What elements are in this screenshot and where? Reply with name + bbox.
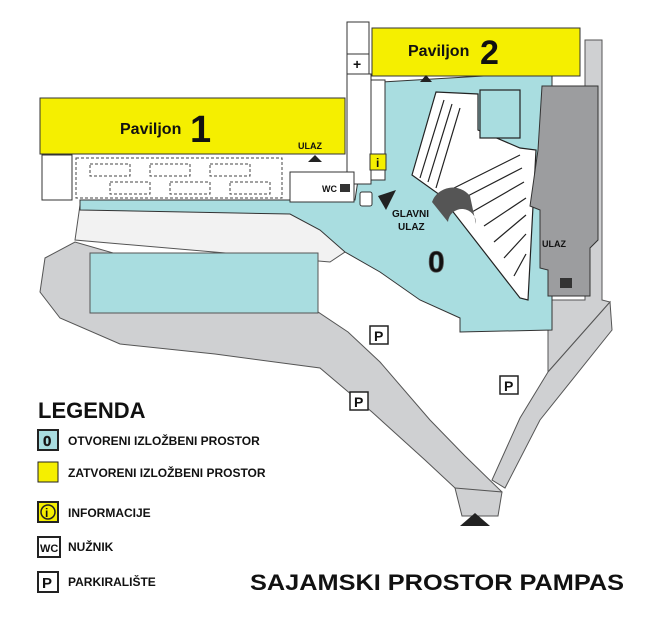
- phone-icon: [359, 191, 373, 207]
- arena: [432, 187, 477, 224]
- legend-item-wc: WC NUŽNIK: [37, 536, 114, 558]
- parking-map-2[interactable]: P: [349, 391, 369, 411]
- pavilion-2[interactable]: [371, 27, 581, 77]
- stall-row: [75, 157, 283, 199]
- first-aid-plus: +: [353, 56, 361, 72]
- main-entrance-label-line2: ULAZ: [398, 222, 425, 233]
- bottom-road: [454, 487, 503, 517]
- legend-item-parking: P PARKIRALIŠTE: [37, 571, 156, 593]
- legend: LEGENDA 0 OTVORENI IZLOŽBENI PROSTOR ZAT…: [37, 398, 266, 593]
- pavilion-2-name: Paviljon: [408, 43, 469, 60]
- dashed-stalls: [75, 157, 283, 199]
- stall-5: [169, 181, 211, 195]
- parking-map-2-box: [349, 391, 369, 411]
- pavilion-1-number: 1: [190, 109, 211, 151]
- cafe-icon: [340, 184, 350, 192]
- legend-info-label: INFORMACIJE: [68, 506, 151, 520]
- stall-2: [149, 163, 191, 177]
- legend-item-closed-space: ZATVORENI IZLOŽBENI PROSTOR: [37, 461, 266, 483]
- legend-wc-glyph: WC: [40, 543, 58, 555]
- legend-closed-space-label: ZATVORENI IZLOŽBENI PROSTOR: [68, 465, 266, 480]
- legend-wc-label: NUŽNIK: [68, 539, 114, 554]
- stand-block: [479, 89, 521, 139]
- parking-map-1-box: [369, 325, 389, 345]
- bottom-entrance-arrow[interactable]: [460, 513, 490, 526]
- legend-item-info: i INFORMACIJE: [37, 501, 151, 523]
- legend-wc-swatch: [37, 536, 61, 558]
- info-icon: [40, 504, 56, 520]
- legend-parking-glyph: P: [42, 575, 52, 592]
- entrance-arrow-pavilion-1: [308, 155, 322, 162]
- bldg-col-2: [346, 73, 372, 185]
- parking-map-3-box: [499, 375, 519, 395]
- wc-map-symbol: WC: [322, 184, 337, 194]
- legend-parking-swatch: [37, 571, 59, 593]
- parking-map-1[interactable]: P: [369, 325, 389, 345]
- map-title: SAJAMSKI PROSTOR PAMPAS: [250, 570, 624, 595]
- parking-map-2-glyph: P: [354, 394, 363, 410]
- legend-info-glyph: i: [45, 506, 48, 520]
- amphitheatre: [411, 89, 537, 301]
- entrance-label-1: ULAZ: [298, 141, 322, 151]
- legend-parking-label: PARKIRALIŠTE: [68, 574, 156, 589]
- entrance-label-2: ULAZ: [542, 239, 566, 249]
- left-end-box: [41, 154, 73, 201]
- main-entrance-arrow[interactable]: [378, 190, 396, 210]
- pavilion-2-number: 2: [480, 34, 499, 72]
- legend-closed-space-swatch: [37, 461, 59, 483]
- legend-open-space-glyph: 0: [43, 433, 51, 450]
- open-lot-lower: [89, 252, 319, 314]
- parking-map-1-glyph: P: [374, 328, 383, 344]
- legend-title: LEGENDA: [38, 398, 146, 423]
- pavilion-1[interactable]: [39, 97, 346, 155]
- stall-1: [89, 163, 131, 177]
- info-point-map[interactable]: [369, 153, 387, 171]
- stand-row-1: [419, 99, 527, 277]
- lower-right-road: [491, 300, 613, 489]
- cafe-icon-right: [560, 278, 572, 288]
- right-building: [529, 85, 599, 297]
- legend-open-space-label: OTVORENI IZLOŽBENI PROSTOR: [68, 433, 260, 448]
- legend-item-open-space: 0 OTVORENI IZLOŽBENI PROSTOR: [37, 429, 260, 451]
- info-point-map-glyph: i: [376, 156, 379, 170]
- legend-open-space-swatch: [37, 429, 59, 451]
- pavilion-1-name: Paviljon: [120, 121, 181, 138]
- stall-6: [229, 181, 271, 195]
- main-entrance-label-line1: GLAVNI: [392, 209, 429, 220]
- parking-map-3-glyph: P: [504, 378, 513, 394]
- amphitheatre-stands: [411, 91, 537, 301]
- stall-4: [109, 181, 151, 195]
- open-area-marker: 0: [428, 246, 445, 279]
- stall-3: [209, 163, 251, 177]
- entrance-arrow-pavilion-2: [420, 75, 432, 82]
- parking-map-3[interactable]: P: [499, 375, 519, 395]
